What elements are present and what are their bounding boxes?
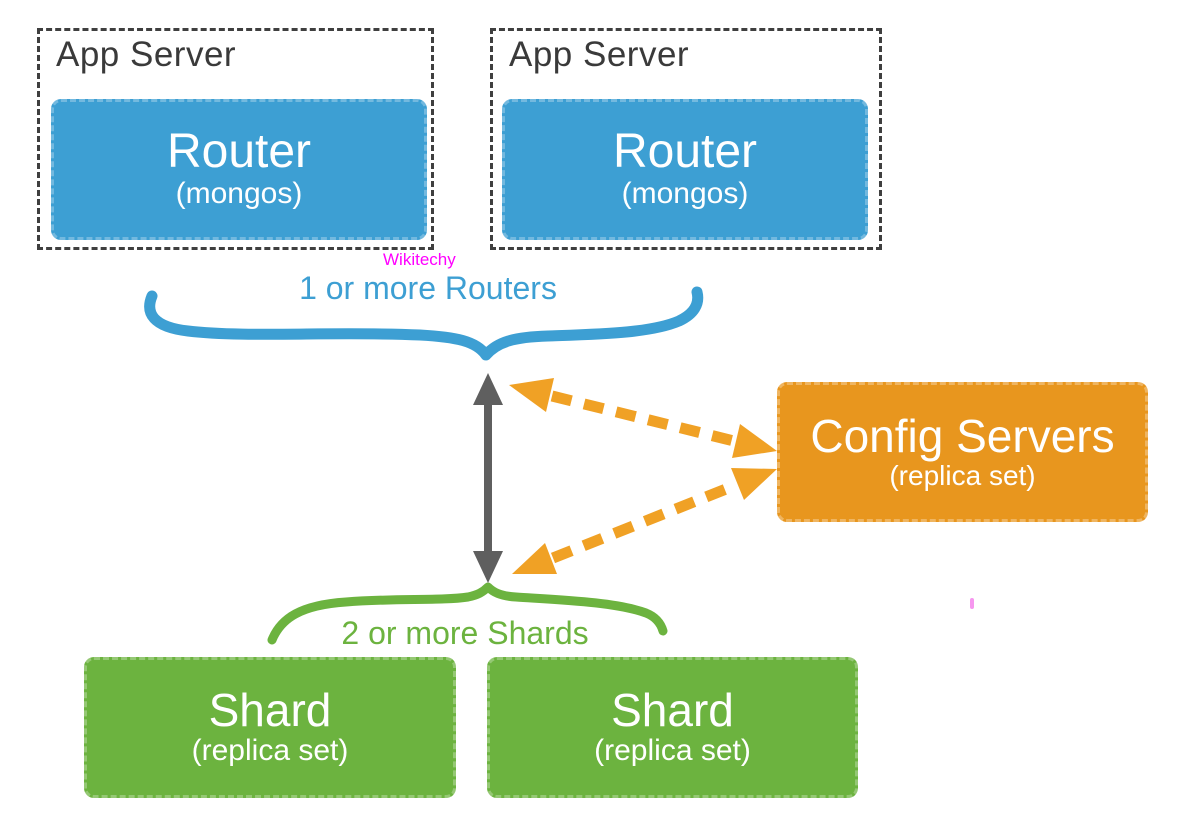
config-servers-title: Config Servers <box>810 409 1115 462</box>
watermark-text: Wikitechy <box>383 250 456 269</box>
app-server-label-2: App Server <box>509 35 690 74</box>
app-server-label-1: App Server <box>56 35 237 74</box>
config-servers-subtitle: (replica set) <box>889 460 1036 492</box>
magenta-tick-mark <box>970 598 974 609</box>
shard-title-2: Shard <box>611 684 734 737</box>
router-subtitle-2: (mongos) <box>621 177 749 211</box>
shards-caption: 2 or more Shards <box>341 615 589 651</box>
shard-node-1: Shard (replica set) <box>84 657 456 798</box>
routers-caption: 1 or more Routers <box>299 270 557 306</box>
router-node-1: Router (mongos) <box>51 99 427 240</box>
shard-node-2: Shard (replica set) <box>487 657 858 798</box>
shard-config-arrow <box>512 468 777 574</box>
router-title-2: Router <box>612 125 758 179</box>
app-server-frame-1: App Server Router (mongos) <box>37 28 434 250</box>
shard-title-1: Shard <box>208 684 332 737</box>
router-subtitle-1: (mongos) <box>175 177 303 211</box>
router-config-arrow <box>509 378 777 458</box>
shard-subtitle-2: (replica set) <box>594 734 751 768</box>
config-servers-node: Config Servers (replica set) <box>777 382 1148 522</box>
router-title-1: Router <box>166 125 312 179</box>
app-server-frame-2: App Server Router (mongos) <box>490 28 882 250</box>
router-shard-arrow <box>473 373 503 583</box>
router-node-2: Router (mongos) <box>502 99 868 240</box>
shard-subtitle-1: (replica set) <box>191 734 349 768</box>
